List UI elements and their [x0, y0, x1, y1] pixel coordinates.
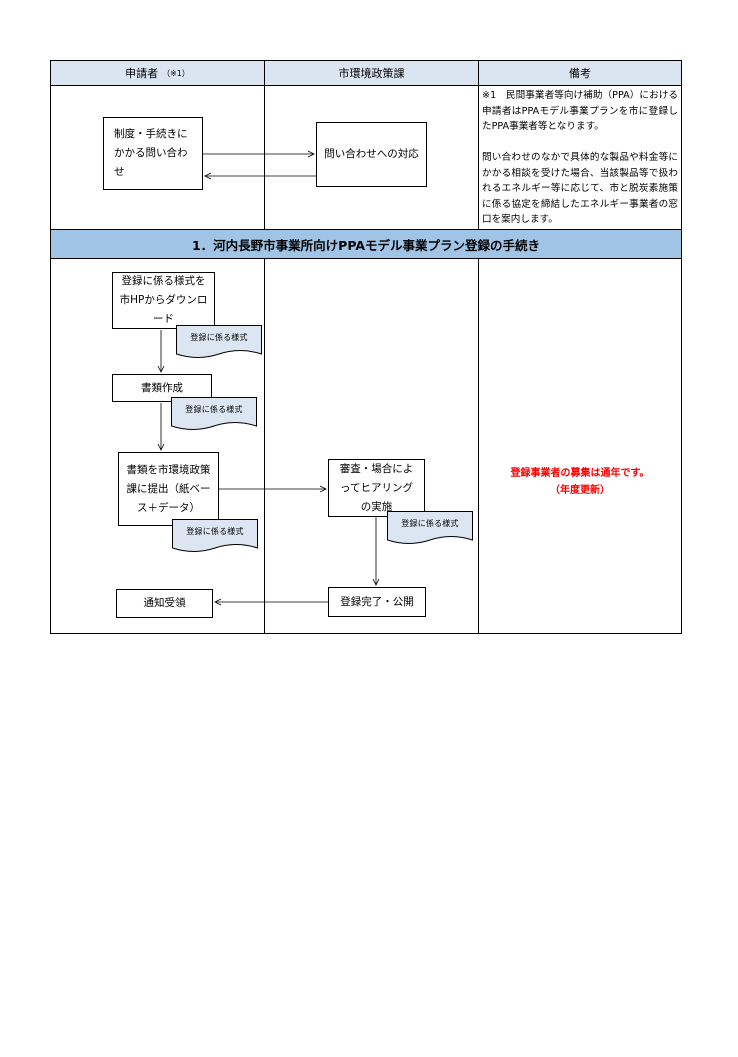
document-label-create: 登録に係る様式: [185, 405, 243, 414]
column-divider-2-top: [478, 60, 479, 230]
document-icon-download: 登録に係る様式: [176, 325, 262, 361]
table-border-bottom: [50, 633, 682, 634]
receive-notice-box: 通知受領: [116, 589, 213, 618]
document-icon-review: 登録に係る様式: [387, 511, 473, 547]
submit-documents-box: 書類を市環境政策課に提出（紙ベース＋データ）: [118, 452, 219, 526]
document-icon-submit: 登録に係る様式: [172, 519, 258, 555]
recruitment-notice-line-1: 登録事業者の募集は通年です。: [510, 468, 650, 479]
header-applicant-note: （※1）: [162, 68, 190, 78]
remarks-note: ※1 民間事業者等向け補助（PPA）における申請者はPPAモデル事業プランを市に…: [482, 88, 678, 228]
table-border-left: [50, 60, 51, 634]
remarks-note-2: 問い合わせのなかで具体的な製品や料金等にかかる相談を受けた場合、当該製品等で扱わ…: [482, 152, 678, 225]
document-icon-create: 登録に係る様式: [171, 397, 257, 433]
document-label-submit: 登録に係る様式: [186, 527, 244, 536]
header-department: 市環境政策課: [265, 61, 478, 85]
section-title: 1．河内長野市事業所向けPPAモデル事業プラン登録の手続き: [51, 230, 681, 258]
registration-complete-box: 登録完了・公開: [328, 587, 426, 617]
table-header-divider: [50, 85, 682, 86]
header-applicant: 申請者（※1）: [51, 61, 264, 85]
header-remarks: 備考: [479, 61, 681, 85]
section-title-divider: [50, 258, 682, 259]
column-divider-2-bottom: [478, 258, 479, 634]
review-box: 審査・場合によってヒアリングの実施: [328, 459, 425, 517]
table-border-top: [50, 60, 682, 61]
header-remarks-label: 備考: [569, 67, 591, 80]
table-border-right: [681, 60, 682, 634]
document-label-download: 登録に係る様式: [190, 333, 248, 342]
header-applicant-label: 申請者: [125, 67, 159, 80]
inquiry-applicant-box: 制度・手続きにかかる問い合わせ: [103, 117, 203, 190]
document-label-review: 登録に係る様式: [401, 519, 459, 528]
column-divider-1-bottom: [264, 258, 265, 634]
header-department-label: 市環境政策課: [338, 67, 405, 80]
recruitment-notice: 登録事業者の募集は通年です。 （年度更新）: [482, 465, 678, 499]
remarks-note-1: ※1 民間事業者等向け補助（PPA）における申請者はPPAモデル事業プランを市に…: [482, 90, 678, 132]
table-row-divider: [50, 229, 682, 230]
inquiry-response-box: 問い合わせへの対応: [316, 122, 427, 187]
recruitment-notice-line-2: （年度更新）: [550, 485, 610, 496]
download-box: 登録に係る様式を市HPからダウンロード: [112, 272, 215, 329]
column-divider-1-top: [264, 60, 265, 230]
create-documents-box: 書類作成: [112, 374, 212, 402]
